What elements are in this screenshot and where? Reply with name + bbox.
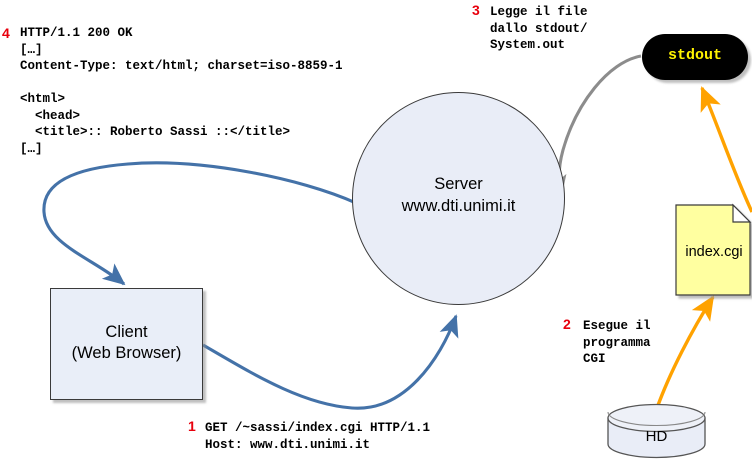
arrow-exec-cgi [655,295,715,409]
index-cgi-document [675,203,752,296]
step-2-text: Esegue il programma CGI [583,319,651,366]
arrow-http-request [202,314,459,410]
step-4-text: HTTP/1.1 200 OK […] Content-Type: text/h… [20,26,343,156]
arrow-http-response [42,161,357,286]
client-label-line2: (Web Browser) [71,344,182,362]
step-1-text: GET /~sassi/index.cgi HTTP/1.1 Host: www… [205,421,431,452]
server-label-line1: Server [434,175,483,193]
server-label-line2: www.dti.unimi.it [401,197,516,215]
arrow-read-stdout [547,54,642,198]
client-node-label: Client (Web Browser) [50,322,203,364]
step-4-number: 4 [2,25,10,41]
step-3-text: Legge il file dallo stdout/ System.out [490,5,588,52]
client-node [50,288,203,400]
step-1-number: 1 [188,418,196,434]
arrow-cgi-to-stdout [700,86,752,213]
index-cgi-label: index.cgi [685,244,743,260]
server-node-label: Server www.dti.unimi.it [352,173,565,217]
step-2-number: 2 [563,316,571,332]
client-label-line1: Client [105,323,148,341]
hard-disk-label: HD [645,428,668,445]
hard-disk-cylinder [607,403,706,459]
server-node [352,92,565,305]
stdout-node [642,34,748,80]
step-3-number: 3 [472,2,480,18]
stdout-node-label: stdout [667,47,722,64]
